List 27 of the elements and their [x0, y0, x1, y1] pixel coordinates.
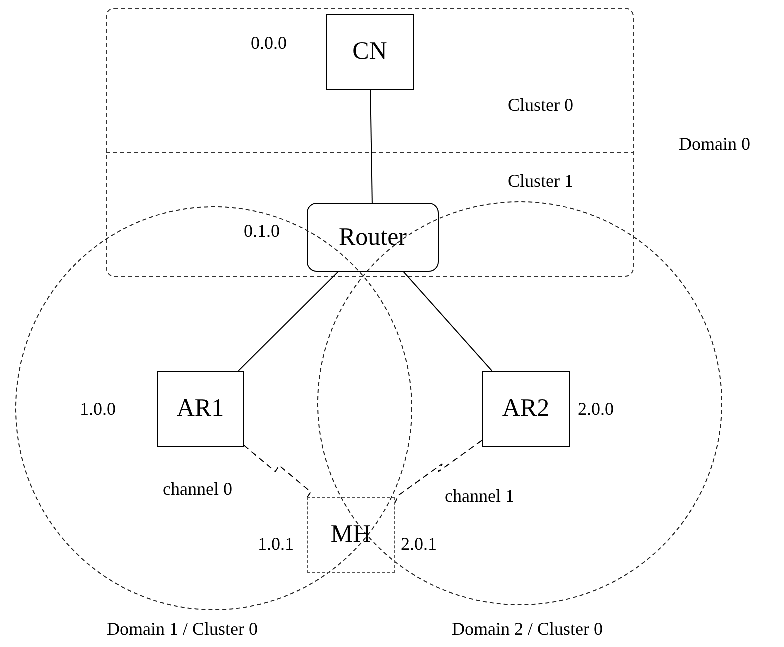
link-line	[403, 272, 493, 372]
address-label: 2.0.1	[401, 535, 437, 553]
node-name: CN	[352, 38, 388, 66]
node-name: MH	[330, 521, 372, 549]
node-name: Router	[338, 224, 408, 252]
domain-label: Domain 0	[679, 134, 750, 155]
host-box	[326, 14, 414, 90]
link-line	[238, 272, 339, 372]
address-label: 1.0.0	[80, 400, 116, 418]
host-box	[157, 371, 244, 447]
cluster-label: Cluster 1	[508, 172, 574, 190]
router-box	[307, 203, 439, 272]
domain-label: Domain 1 / Cluster 0	[107, 619, 258, 640]
address-label: 0.1.0	[244, 222, 280, 240]
link-line	[370, 90, 373, 204]
channel-line	[394, 440, 482, 504]
node-name: AR1	[176, 395, 224, 423]
host-box	[482, 371, 570, 447]
address-label: 1.0.1	[258, 535, 294, 553]
domain-label: Domain 2 / Cluster 0	[452, 619, 603, 640]
cluster-label: Cluster 0	[508, 96, 574, 114]
node-name: AR2	[502, 395, 550, 423]
address-label: 0.0.0	[251, 34, 287, 52]
edge-label: channel 0	[163, 480, 232, 498]
edge-label: channel 1	[445, 487, 514, 505]
address-label: 2.0.0	[578, 400, 614, 418]
channel-line	[244, 444, 312, 499]
